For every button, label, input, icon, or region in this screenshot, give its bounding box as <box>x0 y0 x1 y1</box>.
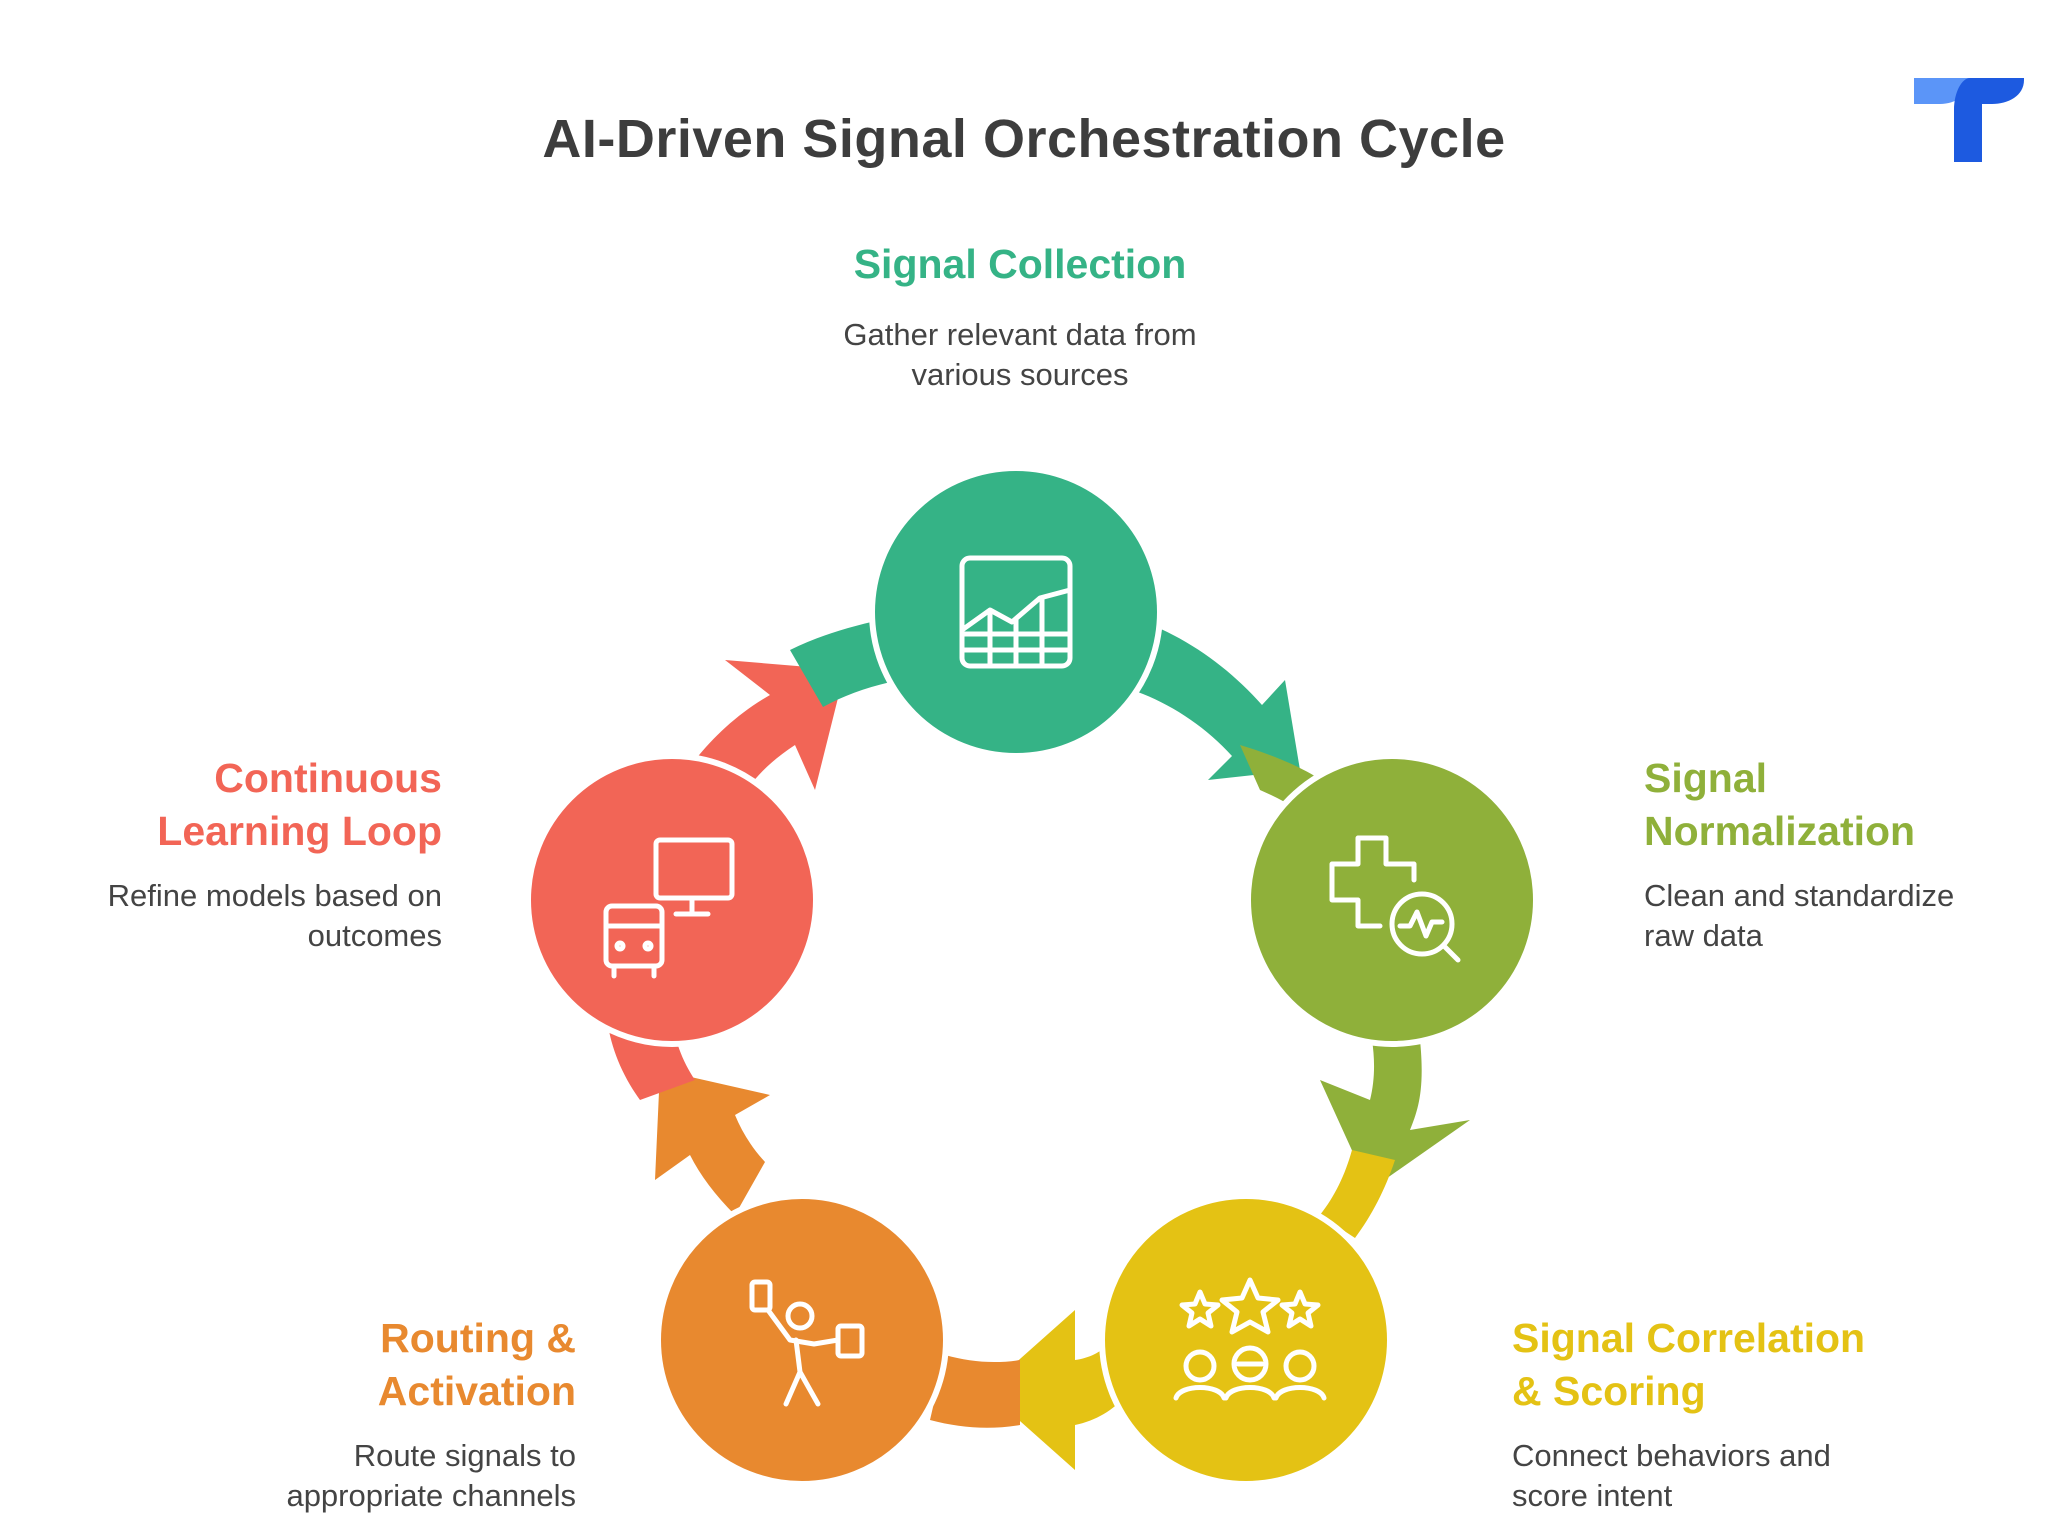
stars-people-icon <box>1173 1277 1327 1401</box>
step-desc-signal-collection: Gather relevant data from various source… <box>843 317 1197 392</box>
step-desc-signal-correlation: Connect behaviors and score intent <box>1512 1438 1831 1513</box>
arrow-normalization-to-correlation <box>1320 1040 1470 1190</box>
step-title-signal-collection: Signal Collection <box>853 241 1187 287</box>
step-desc-continuous-learning: Refine models based on outcomes <box>107 878 442 953</box>
step-desc-signal-normalization: Clean and standardize raw data <box>1644 878 1955 953</box>
node-signal-collection <box>869 465 1163 759</box>
person-route-icon <box>749 1279 865 1407</box>
arc-routing-entry <box>930 1355 1020 1428</box>
arrow-learning-to-collection <box>695 660 845 790</box>
node-continuous-learning <box>525 753 819 1047</box>
diagram-title: AI-Driven Signal Orchestration Cycle <box>542 109 1506 169</box>
arrow-correlation-to-routing <box>985 1310 1130 1470</box>
step-desc-routing-activation: Route signals to appropriate channels <box>286 1438 576 1513</box>
health-search-icon <box>1329 835 1461 963</box>
step-title-continuous-learning: Continuous Learning Loop <box>157 755 442 854</box>
node-signal-correlation <box>1099 1193 1393 1487</box>
step-title-routing-activation: Routing & Activation <box>377 1315 576 1414</box>
devices-icon <box>603 837 735 979</box>
step-title-signal-normalization: Signal Normalization <box>1644 755 1916 854</box>
arrow-routing-to-learning <box>655 1070 770 1215</box>
chart-grid-icon <box>959 555 1073 669</box>
step-title-signal-correlation: Signal Correlation & Scoring <box>1512 1315 1866 1414</box>
brand-logo-icon <box>1914 78 2024 162</box>
node-signal-normalization <box>1245 753 1539 1047</box>
node-routing-activation <box>655 1193 949 1487</box>
arc-correlation-entry <box>1320 1150 1395 1238</box>
